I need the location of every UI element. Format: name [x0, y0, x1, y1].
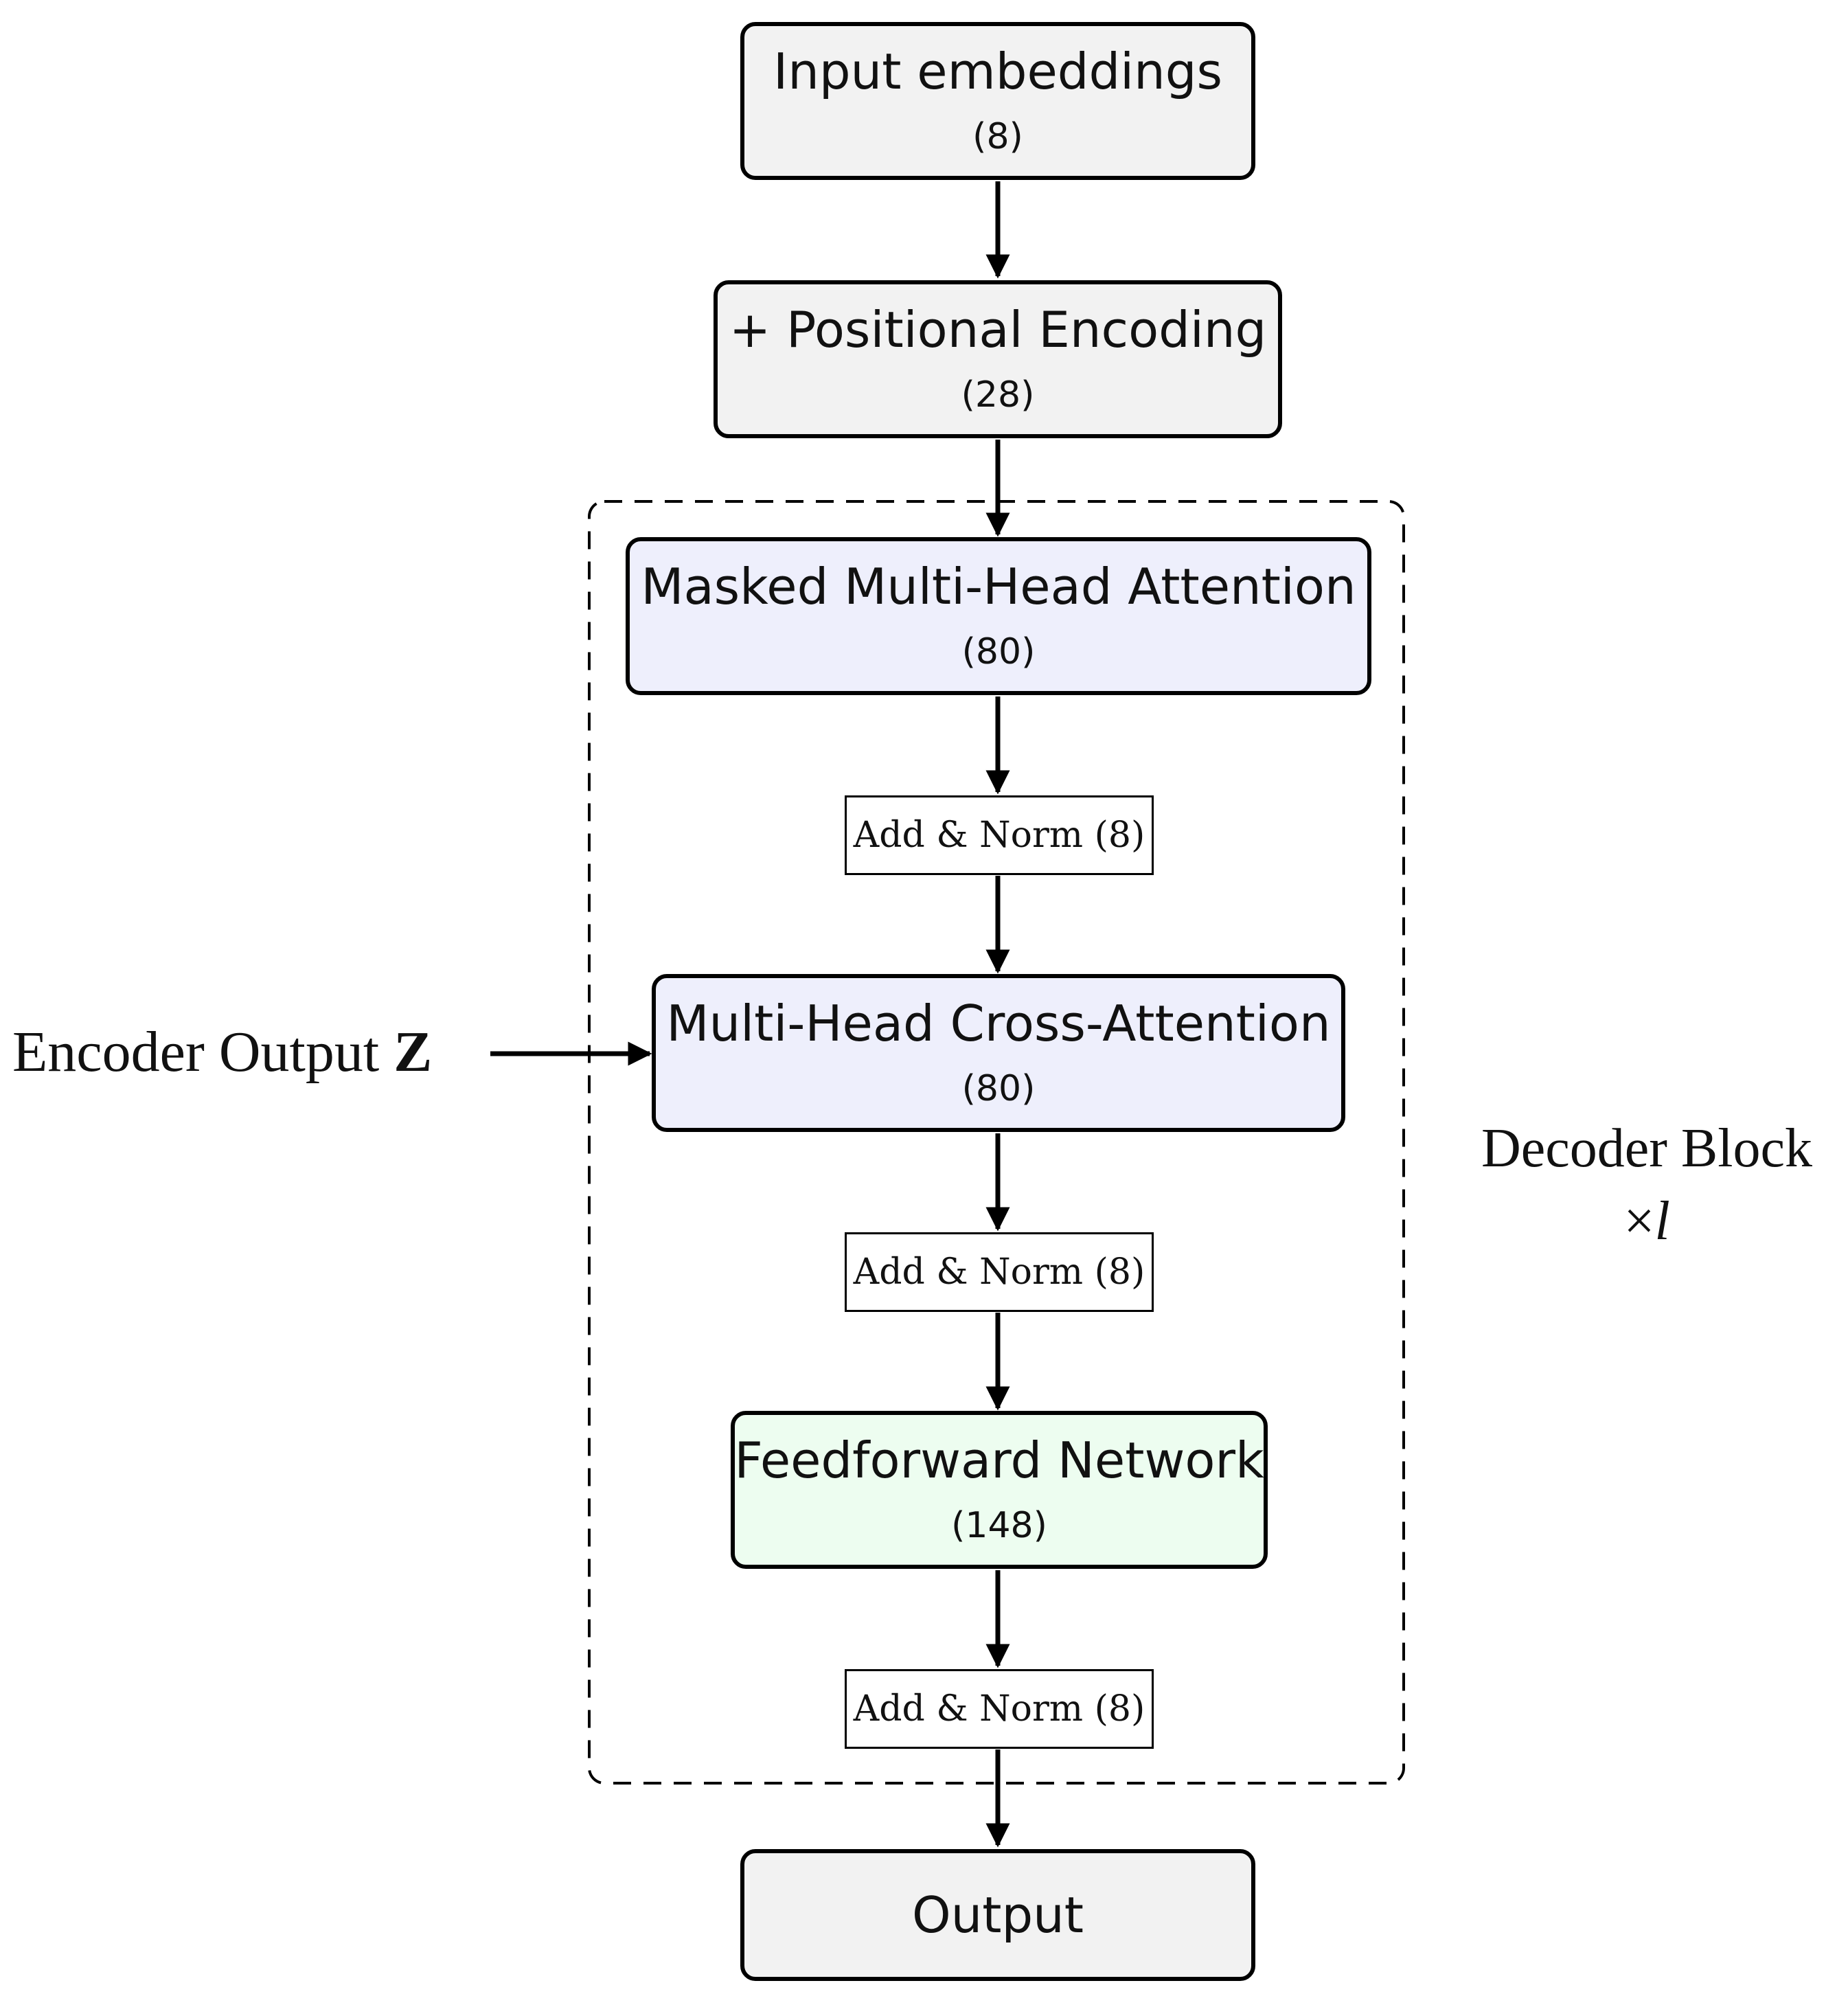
encoder-output-symbol: Z: [393, 1020, 433, 1084]
positional-encoding-title: + Positional Encoding: [729, 301, 1267, 359]
masked-attention-box: Masked Multi-Head Attention (80): [626, 537, 1371, 695]
decoder-block-repeat-sign: ×: [1623, 1191, 1655, 1251]
decoder-block-label: Decoder Block ×l: [1461, 1114, 1832, 1256]
feedforward-count: (148): [951, 1505, 1047, 1547]
input-embeddings-count: (8): [972, 116, 1023, 158]
positional-encoding-box: + Positional Encoding (28): [714, 280, 1282, 438]
add-norm-2-box: Add & Norm (8): [845, 1232, 1154, 1312]
cross-attention-count: (80): [961, 1068, 1036, 1110]
add-norm-3-box: Add & Norm (8): [845, 1669, 1154, 1749]
masked-attention-count: (80): [961, 631, 1036, 673]
input-embeddings-box: Input embeddings (8): [740, 22, 1255, 180]
cross-attention-title: Multi-Head Cross-Attention: [666, 995, 1331, 1053]
decoder-block-frame: [588, 500, 1405, 1785]
input-embeddings-title: Input embeddings: [773, 43, 1222, 101]
cross-attention-box: Multi-Head Cross-Attention (80): [652, 974, 1345, 1132]
add-norm-1-label: Add & Norm (8): [853, 815, 1145, 856]
add-norm-3-label: Add & Norm (8): [853, 1688, 1145, 1730]
decoder-block-repeat-var: l: [1654, 1191, 1670, 1251]
decoder-block-repeat: ×l: [1461, 1187, 1832, 1256]
encoder-output-text: Encoder Output: [12, 1020, 394, 1084]
feedforward-box: Feedforward Network (148): [731, 1411, 1268, 1569]
output-box: Output: [740, 1849, 1255, 1981]
feedforward-title: Feedforward Network: [734, 1431, 1264, 1490]
encoder-output-label: Encoder Output Z: [12, 1018, 432, 1087]
add-norm-1-box: Add & Norm (8): [845, 795, 1154, 875]
output-title: Output: [911, 1885, 1084, 1944]
decoder-block-title: Decoder Block: [1481, 1118, 1813, 1179]
masked-attention-title: Masked Multi-Head Attention: [641, 558, 1356, 616]
positional-encoding-count: (28): [961, 374, 1035, 416]
add-norm-2-label: Add & Norm (8): [853, 1251, 1145, 1293]
